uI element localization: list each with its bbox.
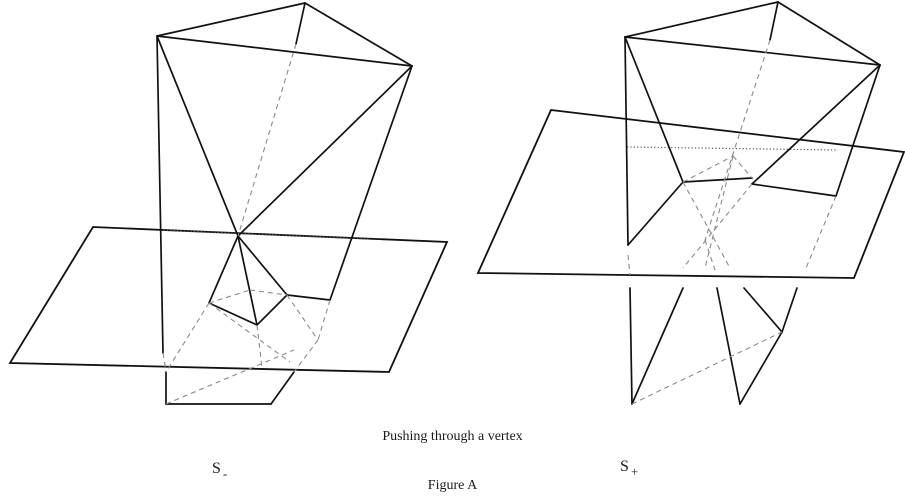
left-solid-edges	[156, 2, 413, 405]
right-panel-label-subscript: +	[630, 464, 639, 479]
right-solid-edges	[624, 1, 881, 405]
figure-caption: Pushing through a vertex	[382, 429, 523, 444]
left-panel-label: S-	[212, 460, 228, 481]
left-configuration	[8, 2, 449, 405]
right-panel-label-letter: S	[620, 458, 629, 475]
right-configuration	[476, 1, 905, 405]
right-cutting-plane	[476, 109, 905, 279]
left-panel-label-subscript: -	[222, 466, 228, 481]
left-panel-label-letter: S	[212, 460, 221, 477]
figure-label: Figure A	[427, 478, 478, 493]
right-panel-label: S+	[620, 458, 639, 479]
left-plane-intersection-line	[159, 229, 371, 240]
left-cutting-plane	[8, 226, 449, 373]
left-hidden-edges	[162, 43, 331, 405]
right-plane-intersection-line	[626, 146, 839, 151]
right-hidden-edges	[627, 39, 837, 405]
